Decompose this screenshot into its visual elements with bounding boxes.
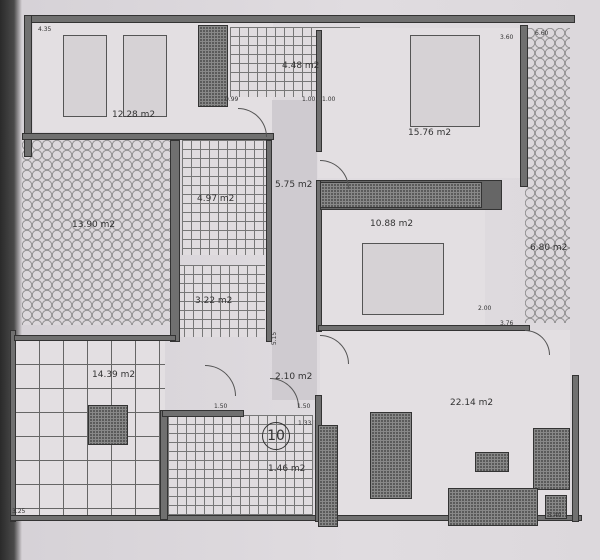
dimension-label: 4.35 bbox=[38, 26, 52, 33]
area-label: 22.14 m2 bbox=[450, 398, 494, 408]
wardrobe bbox=[198, 25, 228, 107]
dimension-label: 1.00 bbox=[302, 96, 316, 103]
area-label: 12.28 m2 bbox=[112, 110, 156, 120]
wall bbox=[266, 140, 272, 342]
wall bbox=[520, 25, 528, 187]
dimension-label: 1.50 bbox=[214, 403, 228, 410]
dimension-label: 0.99 bbox=[225, 96, 239, 103]
dimension-label: 1.50 bbox=[297, 403, 311, 410]
area-label: 5.75 m2 bbox=[275, 180, 313, 190]
room-living bbox=[320, 330, 570, 515]
room-wc bbox=[175, 265, 265, 337]
wall bbox=[318, 325, 530, 331]
wall bbox=[572, 375, 579, 522]
bed-mid bbox=[362, 243, 444, 315]
wall bbox=[28, 15, 575, 23]
wall bbox=[10, 515, 582, 521]
dimension-label: 6.60 bbox=[535, 30, 549, 37]
area-label: 4.48 m2 bbox=[282, 61, 320, 71]
dimension-label: 5.40 bbox=[548, 512, 562, 519]
wall bbox=[22, 133, 274, 140]
wall bbox=[170, 140, 180, 342]
area-label: 14.39 m2 bbox=[92, 370, 136, 380]
dimension-label: 3.76 bbox=[500, 320, 514, 327]
side-table bbox=[545, 495, 567, 519]
wall bbox=[10, 330, 16, 522]
door[interactable] bbox=[205, 365, 236, 396]
armchair bbox=[533, 428, 570, 490]
wall bbox=[160, 410, 168, 520]
area-label: 1.46 m2 bbox=[268, 464, 306, 474]
room-terrace-left bbox=[22, 140, 172, 325]
kitchen-table bbox=[88, 405, 128, 445]
area-label: 3.22 m2 bbox=[195, 296, 233, 306]
wall bbox=[24, 15, 32, 157]
room-hallway bbox=[272, 100, 317, 400]
room-terrace-right bbox=[525, 28, 570, 323]
area-label: 6.80 m2 bbox=[530, 243, 568, 253]
bed-master bbox=[410, 35, 480, 127]
wall bbox=[316, 30, 322, 152]
dining-table bbox=[370, 412, 412, 499]
bed-twin-right bbox=[123, 35, 167, 117]
room-bath-mid bbox=[182, 140, 267, 255]
dimension-label: 1.33 bbox=[298, 420, 312, 427]
sideboard bbox=[318, 425, 338, 527]
area-label: 10.88 m2 bbox=[370, 219, 414, 229]
dimension-label: 5.15 bbox=[271, 331, 279, 346]
dimension-label: 3.60 bbox=[500, 34, 514, 41]
sofa bbox=[448, 488, 538, 526]
dimension-label: 3.25 bbox=[12, 508, 26, 515]
wall bbox=[14, 335, 176, 341]
dimension-label: 1.00 bbox=[322, 96, 336, 103]
bed-twin-left bbox=[63, 35, 107, 117]
wall bbox=[162, 410, 244, 417]
area-label: 4.97 m2 bbox=[197, 194, 235, 204]
dimension-label: 2.00 bbox=[478, 305, 492, 312]
wall bbox=[316, 180, 322, 332]
stair-number: 10 bbox=[262, 422, 290, 450]
area-label: 2.10 m2 bbox=[275, 372, 313, 382]
coffee-table bbox=[475, 452, 509, 472]
area-label: 15.76 m2 bbox=[408, 128, 452, 138]
area-label: 13.90 m2 bbox=[72, 220, 116, 230]
